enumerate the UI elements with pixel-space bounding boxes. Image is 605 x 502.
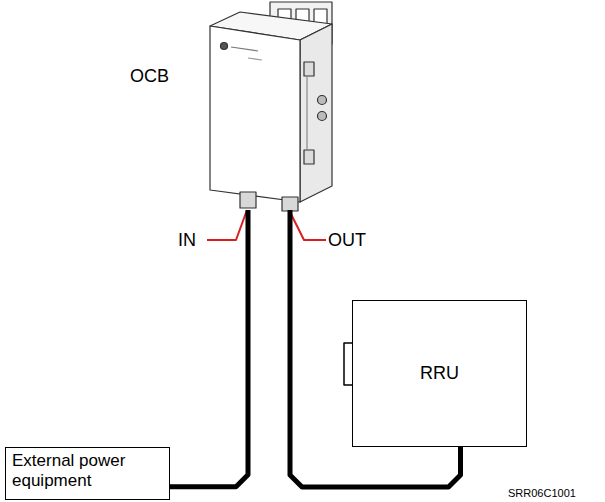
node-text: OCB <box>130 66 169 88</box>
ocb-box: OCB <box>208 20 333 210</box>
figure-id: SRR06C1001 <box>508 487 576 499</box>
port-label: IN <box>178 230 196 251</box>
power-equipment-box: External power equipment <box>5 447 170 500</box>
node-text: RRU <box>420 363 459 385</box>
rru-box: RRU <box>352 300 527 447</box>
port-label: OUT <box>328 230 366 251</box>
node-text: External power equipment <box>12 451 163 492</box>
power-cable <box>170 210 248 487</box>
